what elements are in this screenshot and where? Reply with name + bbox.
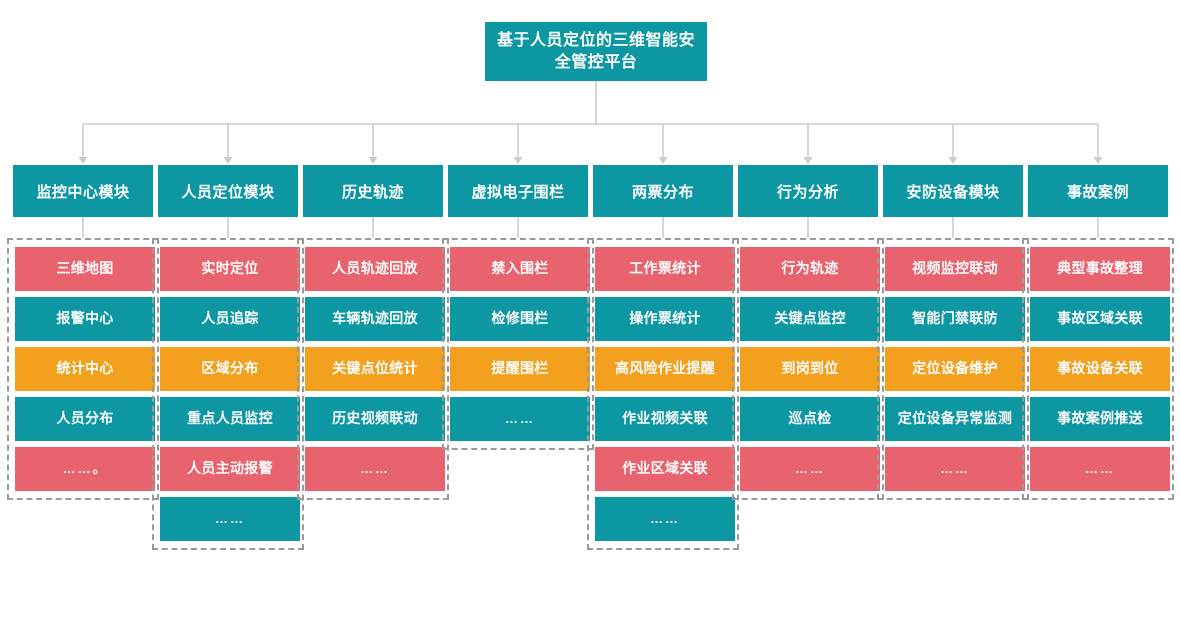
module-item[interactable]: 行为轨迹 [740,247,880,291]
module-items-group-6: 行为轨迹关键点监控到岗到位巡点检 …… [732,238,884,500]
module-items-group-8: 典型事故整理事故区域关联事故设备关联事故案例推送 …… [1022,238,1174,500]
module-column-3: 历史轨迹人员轨迹回放车辆轨迹回放关键点位统计历史视频联动 …… [297,165,449,500]
module-item-ellipsis[interactable]: …… [1030,447,1170,491]
module-item[interactable]: 事故案例推送 [1030,397,1170,441]
module-item[interactable]: 作业区域关联 [595,447,735,491]
root-title-box: 基于人员定位的三维智能安全管控平台 [485,22,707,81]
module-item[interactable]: 重点人员监控 [160,397,300,441]
module-item-ellipsis[interactable]: …… [740,447,880,491]
module-item[interactable]: 定位设备维护 [885,347,1025,391]
module-item-ellipsis[interactable]: …… [885,447,1025,491]
module-header-7[interactable]: 安防设备模块 [883,165,1023,217]
module-item[interactable]: 三维地图 [15,247,155,291]
module-item[interactable]: 作业视频关联 [595,397,735,441]
module-item[interactable]: 区域分布 [160,347,300,391]
module-item[interactable]: 人员追踪 [160,297,300,341]
module-items-group-1: 三维地图报警中心统计中心人员分布 ……。 [7,238,159,500]
module-item[interactable]: 关键点位统计 [305,347,445,391]
module-item-ellipsis[interactable]: …… [305,447,445,491]
module-item[interactable]: 视频监控联动 [885,247,1025,291]
module-item[interactable]: 历史视频联动 [305,397,445,441]
module-header-5[interactable]: 两票分布 [593,165,733,217]
module-item[interactable]: 典型事故整理 [1030,247,1170,291]
module-item[interactable]: 车辆轨迹回放 [305,297,445,341]
module-item[interactable]: 禁入围栏 [450,247,590,291]
module-items-group-3: 人员轨迹回放车辆轨迹回放关键点位统计历史视频联动 …… [297,238,449,500]
module-header-3[interactable]: 历史轨迹 [303,165,443,217]
module-item[interactable]: 智能门禁联防 [885,297,1025,341]
module-item[interactable]: 到岗到位 [740,347,880,391]
module-item[interactable]: 实时定位 [160,247,300,291]
module-item[interactable]: 关键点监控 [740,297,880,341]
module-column-6: 行为分析行为轨迹关键点监控到岗到位巡点检 …… [732,165,884,500]
module-header-1[interactable]: 监控中心模块 [13,165,153,217]
module-column-8: 事故案例典型事故整理事故区域关联事故设备关联事故案例推送 …… [1022,165,1174,500]
module-item[interactable]: 人员主动报警 [160,447,300,491]
module-column-4: 虚拟电子围栏禁入围栏检修围栏提醒围栏 …… [442,165,594,450]
module-item[interactable]: 事故区域关联 [1030,297,1170,341]
module-item[interactable]: 高风险作业提醒 [595,347,735,391]
module-items-group-5: 工作票统计操作票统计高风险作业提醒作业视频关联作业区域关联 …… [587,238,739,550]
module-item[interactable]: 巡点检 [740,397,880,441]
module-items-group-7: 视频监控联动智能门禁联防定位设备维护定位设备异常监测 …… [877,238,1029,500]
module-item-ellipsis[interactable]: …… [450,397,590,441]
module-column-2: 人员定位模块实时定位人员追踪区域分布重点人员监控人员主动报警 …… [152,165,304,550]
module-item[interactable]: 事故设备关联 [1030,347,1170,391]
module-items-group-4: 禁入围栏检修围栏提醒围栏 …… [442,238,594,450]
module-item[interactable]: 提醒围栏 [450,347,590,391]
module-item-ellipsis[interactable]: ……。 [15,447,155,491]
module-column-7: 安防设备模块视频监控联动智能门禁联防定位设备维护定位设备异常监测 …… [877,165,1029,500]
module-items-group-2: 实时定位人员追踪区域分布重点人员监控人员主动报警 …… [152,238,304,550]
module-item[interactable]: 统计中心 [15,347,155,391]
module-column-5: 两票分布工作票统计操作票统计高风险作业提醒作业视频关联作业区域关联 …… [587,165,739,550]
module-item[interactable]: 操作票统计 [595,297,735,341]
module-item-ellipsis[interactable]: …… [160,497,300,541]
module-header-8[interactable]: 事故案例 [1028,165,1168,217]
module-item[interactable]: 定位设备异常监测 [885,397,1025,441]
module-header-6[interactable]: 行为分析 [738,165,878,217]
module-item[interactable]: 人员分布 [15,397,155,441]
module-header-4[interactable]: 虚拟电子围栏 [448,165,588,217]
module-item[interactable]: 工作票统计 [595,247,735,291]
module-item[interactable]: 人员轨迹回放 [305,247,445,291]
module-item-ellipsis[interactable]: …… [595,497,735,541]
module-item[interactable]: 检修围栏 [450,297,590,341]
module-header-2[interactable]: 人员定位模块 [158,165,298,217]
module-item[interactable]: 报警中心 [15,297,155,341]
module-column-1: 监控中心模块三维地图报警中心统计中心人员分布 ……。 [7,165,159,500]
